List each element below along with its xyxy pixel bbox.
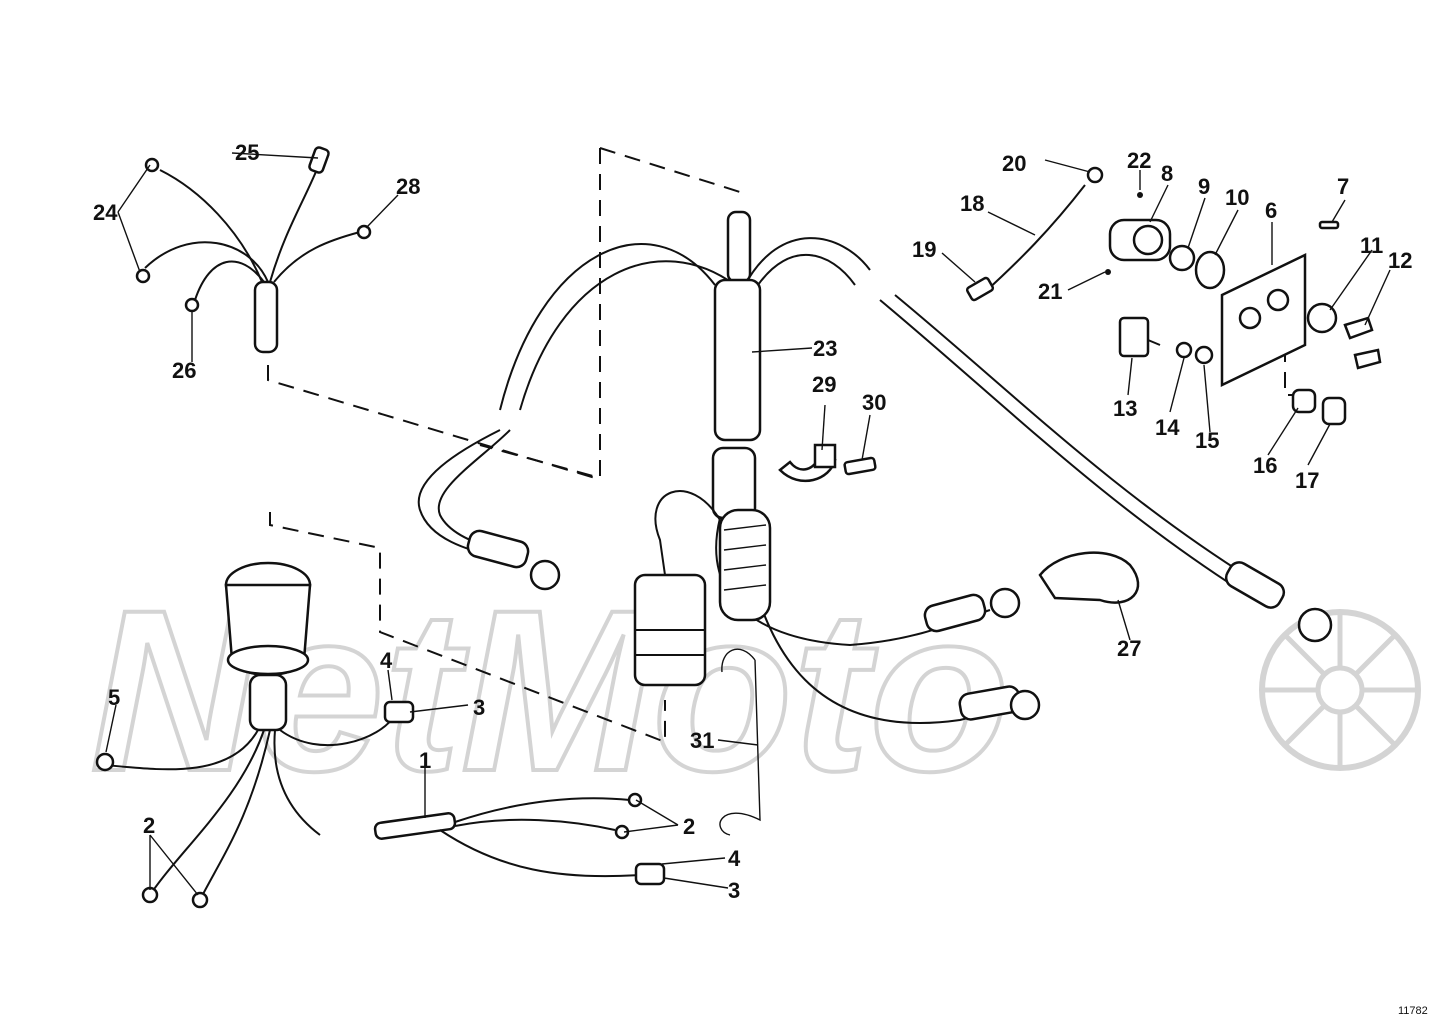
- ring-nut-icon: [1306, 302, 1338, 334]
- switch-plate: [1220, 253, 1307, 387]
- callout-31: 31: [690, 728, 714, 753]
- callout-30: 30: [862, 390, 886, 415]
- ring-terminal-icon: [356, 224, 372, 240]
- callout-27: 27: [1117, 636, 1141, 661]
- callout-1: 1: [419, 748, 431, 773]
- callout-22: 22: [1127, 148, 1151, 173]
- callout-29: 29: [812, 372, 836, 397]
- callout-13: 13: [1113, 396, 1137, 421]
- connector-harness: [95, 561, 666, 909]
- terminal-boot: [1038, 551, 1140, 604]
- ring-terminal-icon: [184, 297, 200, 313]
- main-harness: [417, 210, 1333, 725]
- callout-19: 19: [912, 237, 936, 262]
- leader-lines: [105, 152, 1391, 896]
- ring-terminal-icon: [141, 886, 159, 904]
- ring-terminal-icon: [529, 559, 561, 591]
- ring-terminal-icon: [135, 268, 151, 284]
- key-icon: [1353, 348, 1382, 370]
- callout-8: 8: [1161, 161, 1173, 186]
- switch-assembly: [965, 166, 1382, 426]
- washer-icon: [1194, 250, 1226, 290]
- toggle-switch: [1118, 316, 1150, 358]
- bullet-connector-icon: [383, 700, 415, 724]
- callout-3: 3: [473, 695, 485, 720]
- ring-terminal-icon: [95, 752, 115, 772]
- callout-16: 16: [1253, 453, 1277, 478]
- callout-3: 3: [728, 878, 740, 903]
- callout-2: 2: [683, 814, 695, 839]
- callout-11: 11: [1360, 233, 1383, 258]
- clamp-and-screw: [778, 443, 877, 482]
- key-icon: [1343, 316, 1374, 340]
- callout-9: 9: [1198, 174, 1210, 199]
- spade-terminal-icon: [308, 146, 330, 174]
- callout-7: 7: [1337, 174, 1349, 199]
- ring-terminal-icon: [627, 792, 643, 808]
- callout-12: 12: [1388, 248, 1412, 273]
- callout-6: 6: [1265, 198, 1277, 223]
- callout-labels: 1 2 2 3 3 4 4 5 6 7 8 9 10 11 12 13 14 1…: [93, 140, 1412, 903]
- drawing-number: 11782: [1398, 1005, 1428, 1017]
- harness-sleeve-23: [713, 278, 762, 442]
- callout-20: 20: [1002, 151, 1026, 176]
- harness-sleeve: [253, 280, 279, 354]
- screw-icon: [1318, 220, 1340, 230]
- callout-4: 4: [728, 846, 741, 871]
- callout-25: 25: [235, 140, 259, 165]
- callout-2: 2: [143, 813, 155, 838]
- callout-18: 18: [960, 191, 984, 216]
- ring-terminal-icon: [1086, 166, 1104, 184]
- nut-icon: [1168, 244, 1196, 272]
- callout-15: 15: [1195, 428, 1219, 453]
- cap-icon: [1321, 396, 1347, 426]
- callout-21: 21: [1038, 279, 1062, 304]
- callout-23: 23: [813, 336, 837, 361]
- sub-harness-top-left: [135, 146, 372, 354]
- callout-24: 24: [93, 200, 118, 225]
- ring-terminal-icon: [191, 891, 209, 909]
- bullet-connector-icon: [634, 862, 666, 886]
- cap-icon: [1291, 388, 1317, 414]
- callout-17: 17: [1295, 468, 1319, 493]
- callout-28: 28: [396, 174, 420, 199]
- callout-14: 14: [1155, 415, 1180, 440]
- ring-terminal-icon: [144, 157, 160, 173]
- braided-sleeve: [718, 508, 772, 622]
- callout-4: 4: [380, 648, 393, 673]
- callout-26: 26: [172, 358, 196, 383]
- callout-10: 10: [1225, 185, 1249, 210]
- callout-5: 5: [108, 685, 120, 710]
- ring-terminal-icon: [1009, 689, 1041, 721]
- ring-terminal-icon: [989, 587, 1021, 619]
- ring-terminal-icon: [1297, 607, 1333, 643]
- plug-assembly: [633, 490, 761, 836]
